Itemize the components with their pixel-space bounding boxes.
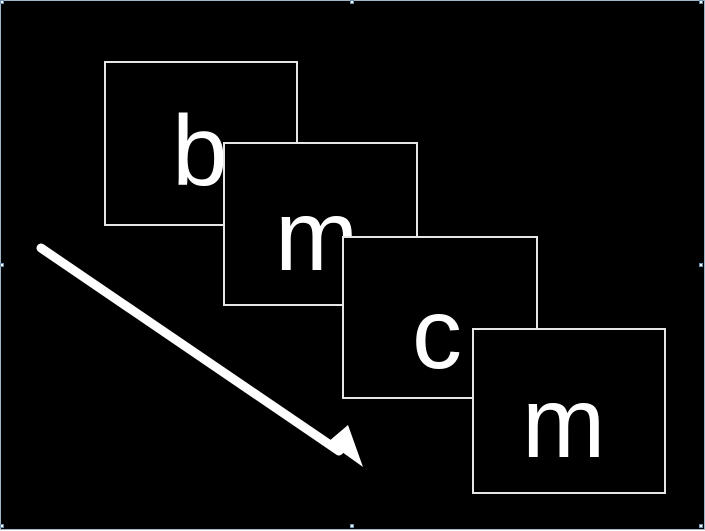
selection-handle-middle-left[interactable] [0,263,4,267]
card-4: m [472,328,666,494]
selection-handle-bottom-left[interactable] [0,524,4,528]
selection-handle-bottom-center[interactable] [350,524,354,528]
arrow-shaft [36,243,344,456]
selection-handle-top-left[interactable] [0,0,4,4]
selection-handle-top-center[interactable] [350,0,354,4]
selection-handle-middle-right[interactable] [699,263,703,267]
card-1-letter: b [172,95,228,207]
arrow-head [328,425,363,467]
selection-handle-top-right[interactable] [699,0,703,4]
card-4-letter: m [522,367,606,479]
selection-handle-bottom-right[interactable] [699,524,703,528]
card-3-letter: c [412,278,462,390]
